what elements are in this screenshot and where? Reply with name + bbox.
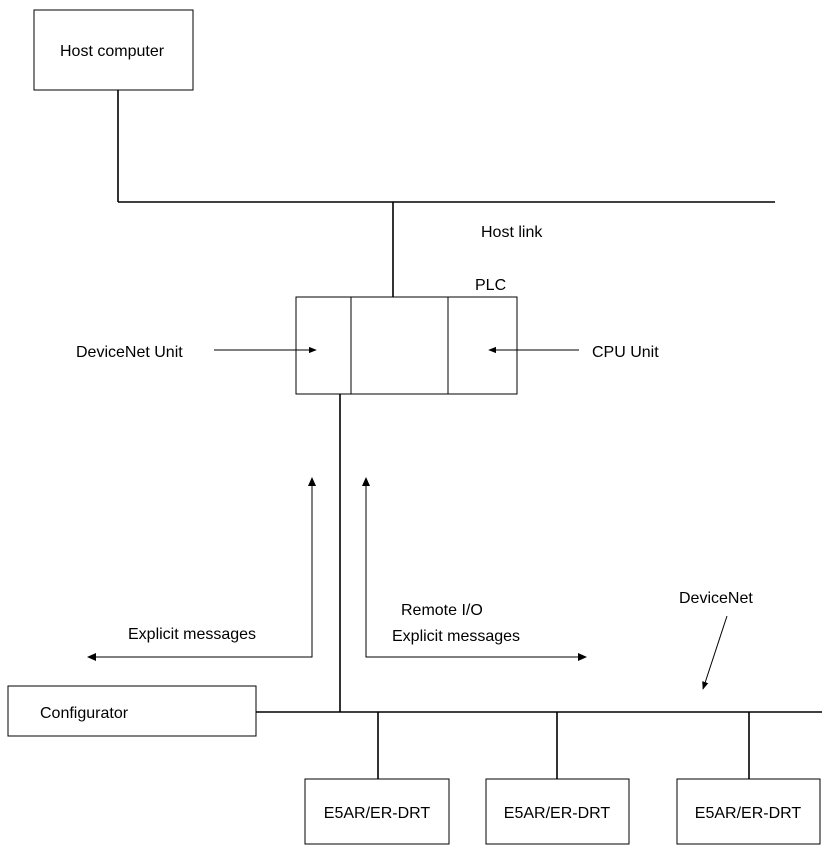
plc-box <box>295 296 518 395</box>
configurator-box <box>7 685 257 737</box>
slave-1-box <box>304 778 450 845</box>
plc-node: PLC <box>295 277 518 395</box>
slave-node-1: E5AR/ER-DRT <box>304 778 450 845</box>
devicenet-unit-label: DeviceNet Unit <box>76 344 183 361</box>
remote-io-label: Remote I/O <box>401 602 483 619</box>
slave-3-box <box>676 778 821 845</box>
slave-node-2: E5AR/ER-DRT <box>485 778 630 845</box>
explicit-messages-left-left-arrowhead <box>87 653 96 661</box>
host-computer-node: Host computer <box>33 9 194 91</box>
slave-3-label: E5AR/ER-DRT <box>695 805 802 822</box>
explicit-messages-right-label: Explicit messages <box>392 628 520 645</box>
slave-2-box <box>485 778 630 845</box>
slave-1-label: E5AR/ER-DRT <box>324 805 431 822</box>
devicenet-pointer-arrow <box>702 615 728 690</box>
configurator-node: Configurator <box>7 685 257 737</box>
host-link-label: Host link <box>481 224 543 241</box>
cpu-unit-label: CPU Unit <box>592 344 659 361</box>
remote-io-right-arrowhead <box>578 653 587 661</box>
slave-node-3: E5AR/ER-DRT <box>676 778 821 845</box>
explicit-messages-left-label: Explicit messages <box>128 626 256 643</box>
explicit-messages-left-up-arrowhead <box>308 477 316 486</box>
devicenet-label: DeviceNet <box>679 590 753 607</box>
configurator-label: Configurator <box>40 705 129 722</box>
explicit-messages-left-path <box>92 484 313 658</box>
remote-io-explicit-messages-path <box>365 484 581 658</box>
slave-2-label: E5AR/ER-DRT <box>504 805 611 822</box>
host-computer-box <box>33 9 194 91</box>
host-computer-label: Host computer <box>60 43 165 60</box>
plc-label: PLC <box>475 277 506 294</box>
remote-io-up-arrowhead <box>362 477 370 486</box>
